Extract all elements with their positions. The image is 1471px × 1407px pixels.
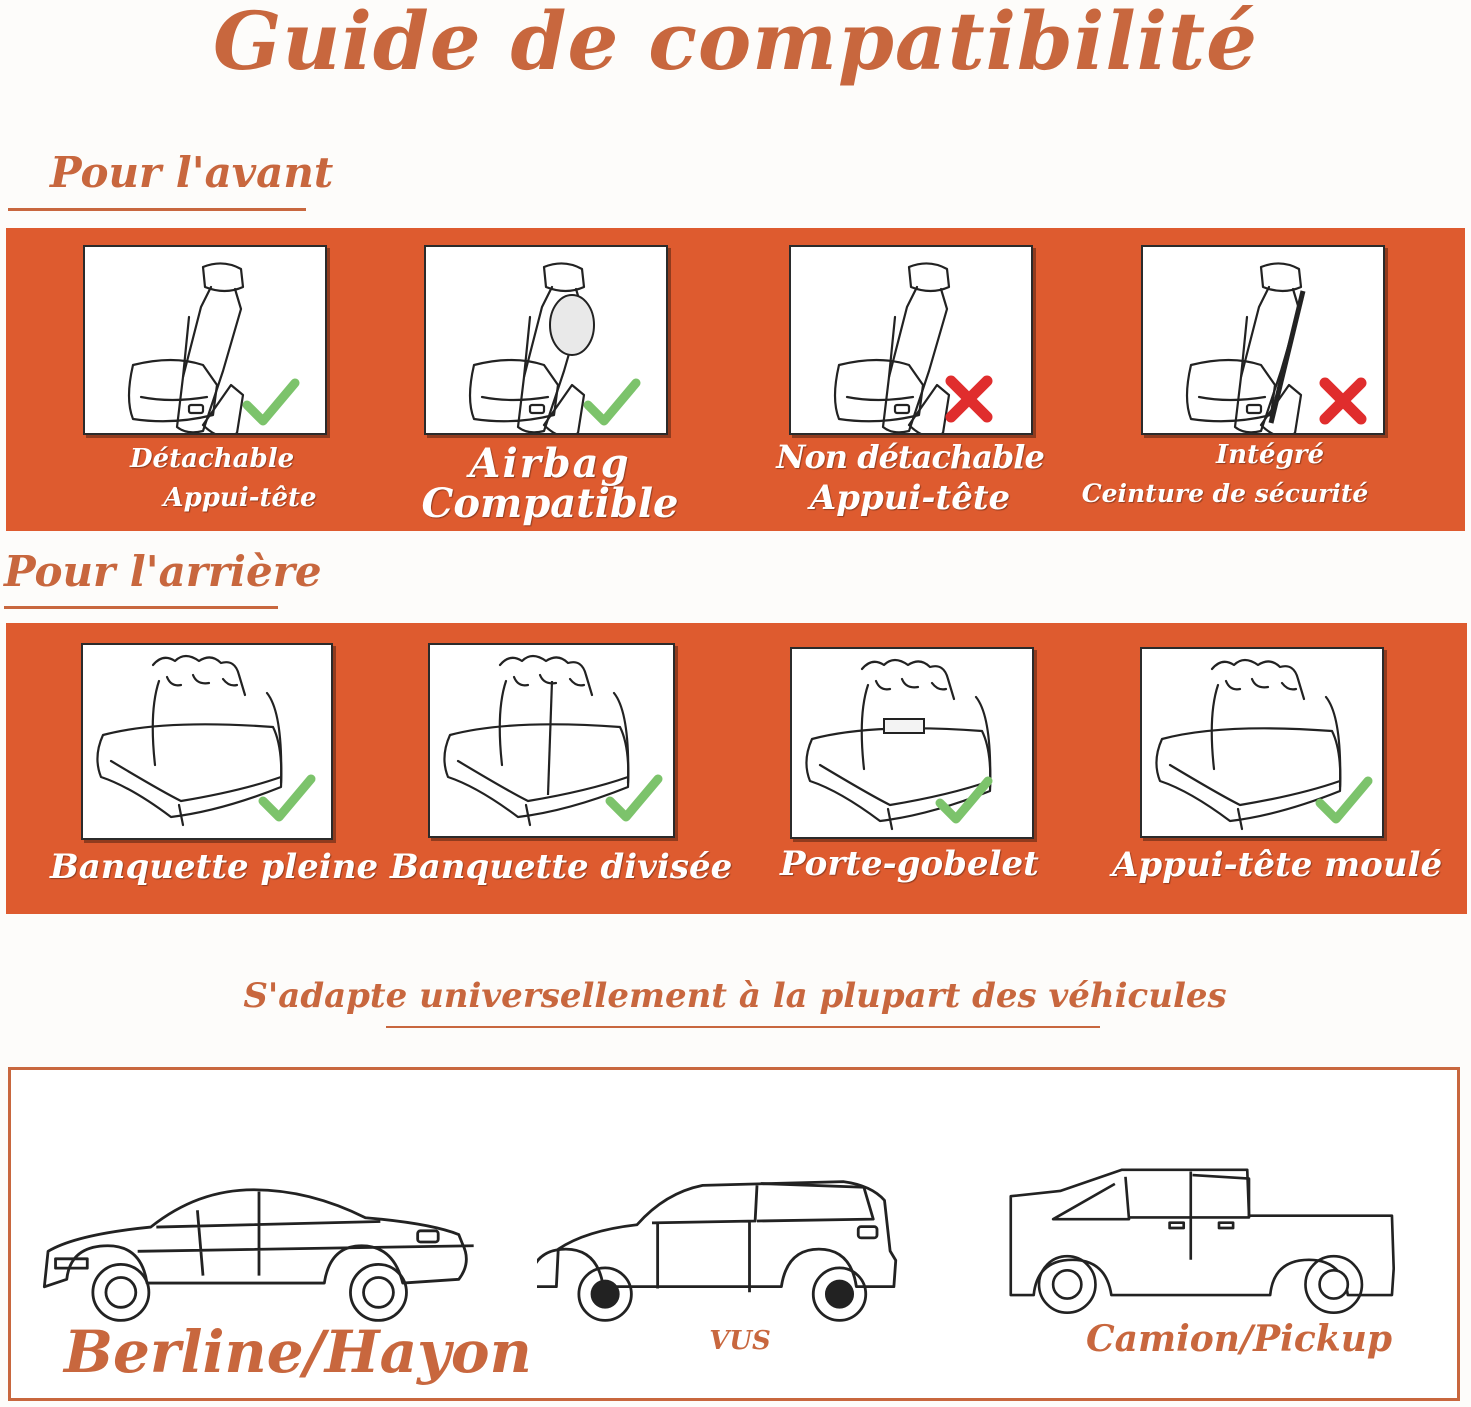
rear-label-1: Banquette pleine xyxy=(50,847,379,887)
vehicle-label-sedan: Berline/Hayon xyxy=(64,1318,532,1386)
seat-detachable-headrest-icon xyxy=(127,262,325,433)
rear-label-2: Banquette divisée xyxy=(390,847,733,887)
sedan-icon xyxy=(42,1188,476,1322)
front-label-4-line1: Intégré xyxy=(1215,440,1325,470)
check-icon xyxy=(1320,781,1368,819)
seat-airbag-icon xyxy=(468,262,666,433)
check-icon xyxy=(247,383,295,421)
bench-full-icon xyxy=(96,654,331,827)
rear-label-4: Appui-tête moulé xyxy=(1112,845,1443,885)
rear-card-split-bench xyxy=(428,643,675,838)
vehicles-heading-underline xyxy=(386,1026,1100,1028)
vehicle-label-suv: VUS xyxy=(709,1326,771,1356)
rear-card-full-bench xyxy=(81,643,333,840)
seat-integrated-belt-icon xyxy=(1185,262,1383,433)
rear-heading-underline xyxy=(4,606,278,609)
front-card-fixed-headrest xyxy=(789,245,1033,435)
rear-card-molded-headrest xyxy=(1140,647,1384,838)
check-icon xyxy=(588,383,636,421)
page-title: Guide de compatibilité xyxy=(212,0,1259,88)
front-label-3-line1: Non détachable xyxy=(776,438,1045,476)
front-heading-underline xyxy=(8,208,306,211)
front-label-2-line1: Airbag xyxy=(469,440,631,487)
rear-heading: Pour l'arrière xyxy=(4,547,322,596)
vehicles-heading: S'adapte universellement à la plupart de… xyxy=(243,976,1227,1016)
front-label-3-line2: Appui-tête xyxy=(809,478,1011,518)
check-icon xyxy=(610,779,658,817)
pickup-truck-icon xyxy=(1009,1168,1396,1315)
suv-icon xyxy=(537,1180,898,1322)
front-card-detachable-headrest xyxy=(83,245,327,435)
vehicle-label-pickup: Camion/Pickup xyxy=(1086,1318,1393,1360)
front-heading: Pour l'avant xyxy=(50,148,334,197)
bench-cupholder-icon xyxy=(805,658,1032,831)
seat-fixed-headrest-icon xyxy=(833,262,1031,433)
cross-icon xyxy=(1325,383,1361,419)
bench-split-icon xyxy=(443,654,673,827)
cross-icon xyxy=(951,381,987,417)
front-card-integrated-belt xyxy=(1141,245,1385,435)
front-label-2-line2: Compatible xyxy=(421,480,679,527)
vehicles-frame xyxy=(8,1067,1460,1401)
check-icon xyxy=(263,779,311,817)
rear-card-cupholder xyxy=(790,647,1034,839)
rear-label-3: Porte-gobelet xyxy=(780,844,1039,884)
bench-molded-headrest-icon xyxy=(1155,658,1382,831)
front-label-4-line2: Ceinture de sécurité xyxy=(1081,479,1369,508)
front-card-airbag xyxy=(424,245,668,435)
front-label-1-line2: Appui-tête xyxy=(163,483,317,513)
front-label-1-line1: Détachable xyxy=(130,444,295,474)
